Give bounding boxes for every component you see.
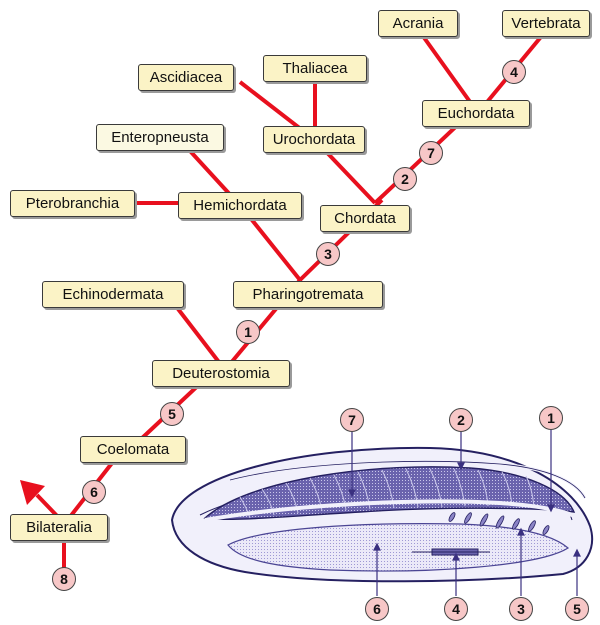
- anatomy-marker-2: 2: [449, 408, 473, 432]
- anatomy-marker-7: 7: [340, 408, 364, 432]
- anatomy-marker-6: 6: [365, 597, 389, 621]
- anatomy-marker-1: 1: [539, 406, 563, 430]
- anatomy-marker-4: 4: [444, 597, 468, 621]
- anatomy-marker-5: 5: [565, 597, 589, 621]
- anatomy-marker-3: 3: [509, 597, 533, 621]
